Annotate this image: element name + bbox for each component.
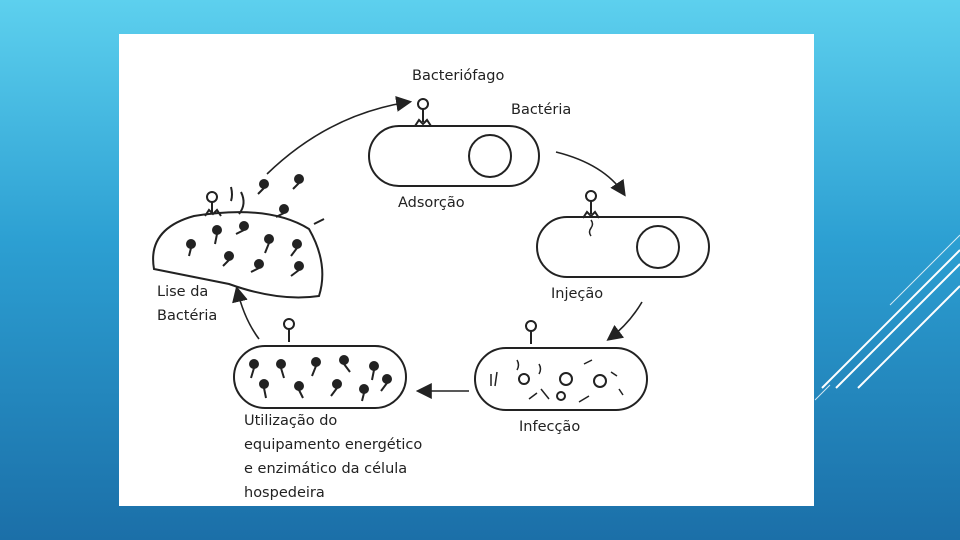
label-injection: Injeção: [551, 286, 604, 302]
arrow-utilization-to-lysis: [232, 285, 260, 340]
label-bacterium: Bactéria: [511, 102, 572, 118]
diagram-panel: Bacteriófago Bactéria Adsorção Injeção I…: [119, 34, 814, 506]
label-adsorption: Adsorção: [398, 195, 465, 211]
arrow-lysis-to-adsorption: [266, 95, 413, 175]
bacterium-lysis: [152, 174, 325, 299]
cycle-arrows: [232, 95, 643, 399]
bacterium-utilization: [233, 318, 407, 409]
arrow-adsorption-to-injection: [555, 151, 626, 197]
bacterium-injection: [536, 190, 710, 278]
arrow-injection-to-infection: [606, 301, 643, 341]
label-bacteriophage: Bacteriófago: [412, 68, 505, 84]
label-infection: Infecção: [519, 419, 581, 435]
bacterium-adsorption: [368, 98, 540, 187]
label-lysis: Lise da Bactéria: [157, 284, 218, 324]
lytic-cycle-diagram: [152, 95, 710, 411]
bacterium-infection: [474, 320, 648, 411]
label-utilization: Utilização do equipamento energético e e…: [244, 413, 423, 501]
